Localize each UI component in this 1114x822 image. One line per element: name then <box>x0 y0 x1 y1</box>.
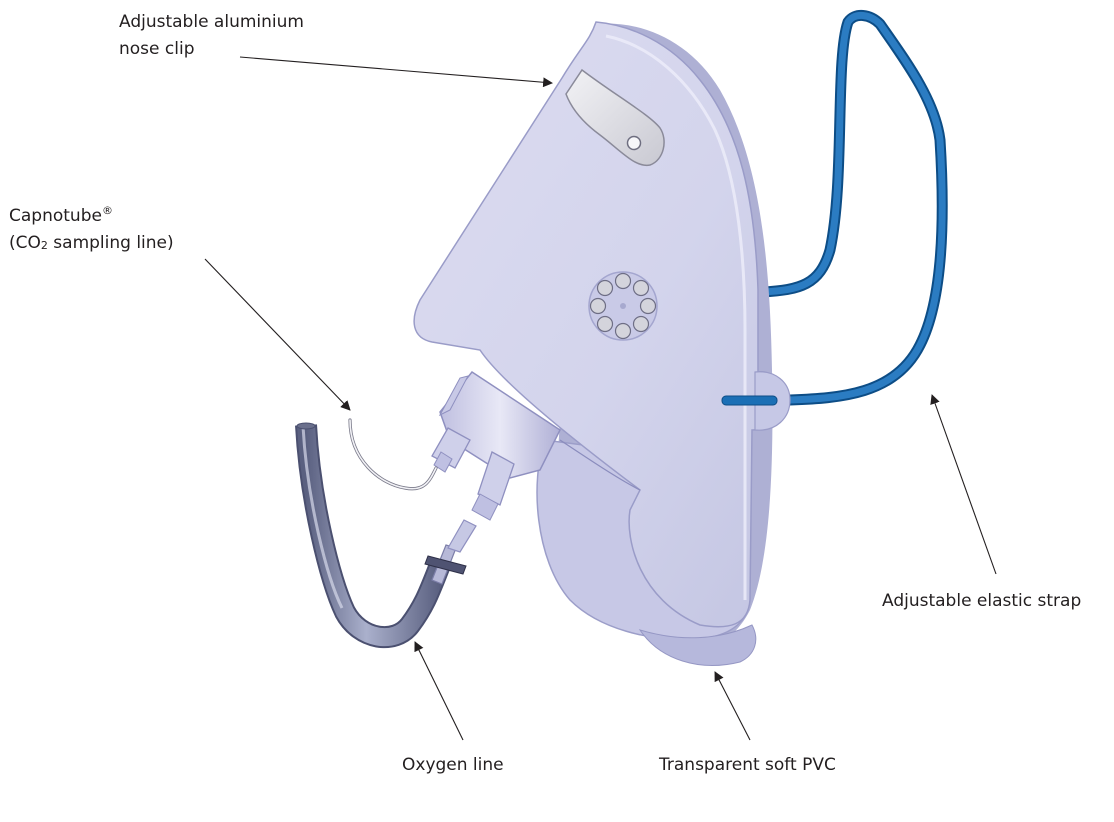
label-pvc: Transparent soft PVC <box>659 752 836 779</box>
label-oxygen-line: Oxygen line <box>402 752 504 779</box>
arrow-strap <box>932 395 996 574</box>
capnotube-name: Capnotube <box>9 206 102 226</box>
exhalation-vents <box>589 272 657 340</box>
registered-mark: ® <box>102 204 113 217</box>
arrow-capnotube <box>205 259 350 410</box>
arrow-oxygen-line <box>415 642 463 740</box>
label-nose-clip-line1: Adjustable aluminium <box>119 9 304 36</box>
oxygen-port <box>472 452 514 520</box>
label-capnotube: Capnotube® (CO2 sampling line) <box>9 203 174 257</box>
oxygen-tube <box>297 423 440 637</box>
label-oxygen-line-text: Oxygen line <box>402 752 504 779</box>
co2-subscript: 2 <box>41 239 48 252</box>
capnotube-line2-suffix: sampling line) <box>48 233 174 253</box>
capnotube-line <box>350 420 436 489</box>
label-nose-clip-line2: nose clip <box>119 36 304 63</box>
label-nose-clip: Adjustable aluminium nose clip <box>119 9 304 63</box>
capnotube-line2-prefix: (CO <box>9 233 41 253</box>
label-capnotube-line1: Capnotube® <box>9 203 174 230</box>
label-pvc-text: Transparent soft PVC <box>659 752 836 779</box>
elastic-strap <box>762 15 942 400</box>
label-strap: Adjustable elastic strap <box>882 588 1081 615</box>
label-capnotube-line2: (CO2 sampling line) <box>9 230 174 257</box>
label-strap-text: Adjustable elastic strap <box>882 588 1081 615</box>
arrow-pvc <box>715 672 750 740</box>
